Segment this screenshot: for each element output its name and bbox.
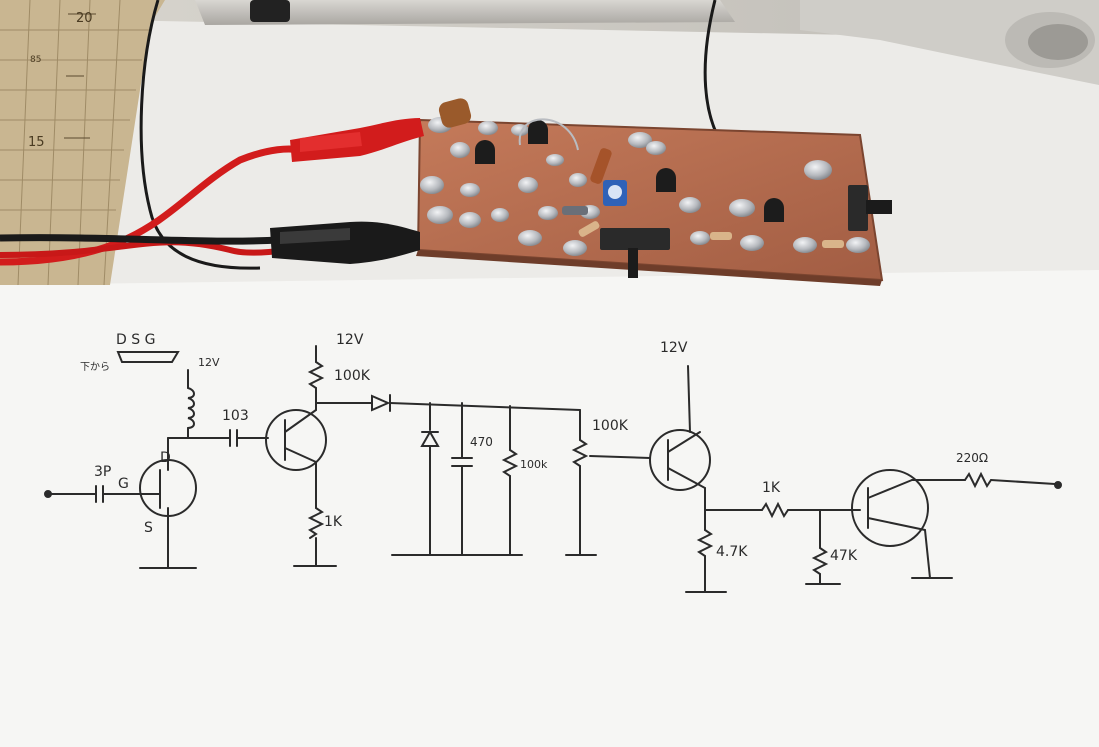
ruler-ticks [64, 13, 96, 139]
load-res-label: 100k [520, 458, 548, 471]
coupling-cap-label: 103 [222, 408, 249, 424]
cutting-mat: 20 15 85 [0, 0, 165, 286]
bench-instrument [195, 0, 1099, 85]
source-label: S [144, 520, 153, 536]
gate-label: G [118, 476, 129, 492]
probe-wire-left [139, 0, 261, 270]
fet-supply-label: 12V [198, 356, 220, 369]
drain-label: D [160, 450, 171, 466]
q2-emitter-res-label: 4.7K [716, 544, 748, 560]
output-res-label: 220Ω [956, 451, 988, 465]
black-wire [0, 234, 281, 245]
base-res-label: 1K [762, 480, 781, 496]
input-cap-label: 3P [94, 464, 111, 480]
ground-symbols [139, 554, 953, 593]
schematic [44, 345, 1062, 593]
resistors [562, 206, 844, 248]
transistors [475, 120, 784, 222]
q1-emitter-res-label: 1K [324, 514, 343, 530]
black-alligator-clip [270, 221, 420, 264]
pcb-board [416, 98, 892, 286]
pot-label: 100K [592, 418, 629, 434]
schematic-labels: D S G 下から 12V 12V 100K 103 D 3P G S 1K 4… [80, 332, 988, 564]
fet-pins-label: D S G [116, 332, 155, 348]
red-alligator-clip [290, 118, 424, 162]
capacitor-brown-1 [438, 98, 472, 128]
q3-pulldown-label: 47K [830, 548, 858, 564]
slide-switch-1 [600, 228, 670, 250]
filter-cap-label: 470 [470, 435, 493, 449]
q1-collector-res-label: 100K [334, 368, 371, 384]
ruler-label-85: 85 [30, 55, 41, 65]
q2-supply-label: 12V [660, 340, 688, 356]
q1-supply-label: 12V [336, 332, 364, 348]
slide-switch-2 [848, 185, 868, 231]
capacitor-brown-2 [590, 148, 612, 184]
schematic-paper [0, 270, 1099, 747]
ruler-label-20: 20 [76, 11, 93, 26]
solder-pads [420, 117, 870, 256]
fet-pin-note: 下から [80, 361, 110, 373]
ruler-label-15: 15 [28, 135, 45, 150]
